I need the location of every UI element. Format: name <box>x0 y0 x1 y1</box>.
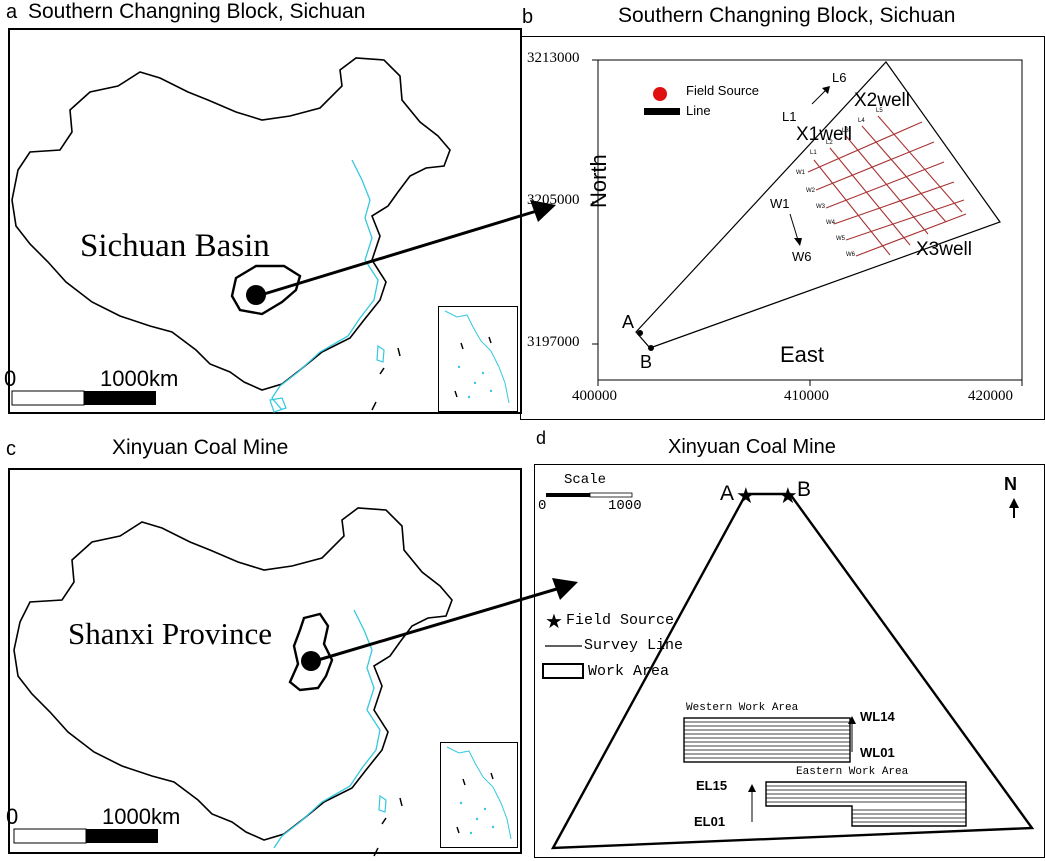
legend-work-area-icon <box>542 663 584 679</box>
panel-c-letter: c <box>6 438 16 460</box>
line-end-label: L6 <box>832 70 847 85</box>
north-arrow-icon <box>1009 498 1019 508</box>
well-x1-label: X1well <box>796 124 852 145</box>
panel-b-letter: b <box>522 6 534 28</box>
point-b-label-d: B <box>797 478 812 501</box>
china-outline <box>11 57 451 391</box>
shanxi-province-outline <box>288 612 334 692</box>
grid-label-l3: L3 <box>842 128 849 134</box>
x-tick-420000: 420000 <box>968 388 1013 404</box>
legend-field-source-label-d: Field Source <box>566 612 675 629</box>
y-tick-3213000: 3213000 <box>527 50 580 66</box>
panel-d-letter: d <box>536 428 547 448</box>
survey-area-outline <box>635 61 1001 349</box>
y-tick-3205000: 3205000 <box>527 192 580 208</box>
grid-label-w4: W4 <box>826 220 835 226</box>
legend-work-area-label-d: Work Area <box>588 663 670 680</box>
panel-c-frame <box>8 468 522 854</box>
north-label: N <box>1004 474 1017 494</box>
shanxi-location-dot <box>301 651 321 671</box>
grid-label-l1: L1 <box>810 150 817 156</box>
south-china-sea-inset-c <box>440 742 518 848</box>
panel-a-frame <box>8 28 522 414</box>
line-start-label: L1 <box>782 109 797 124</box>
well-x3-label: X3well <box>916 239 972 260</box>
scale-zero-d: 0 <box>538 498 547 514</box>
scale-end-d: 1000 <box>608 498 642 514</box>
scale-zero-label-c: 0 <box>6 804 19 829</box>
western-work-area-rect <box>683 717 851 763</box>
panel-a-title: Southern Changning Block, Sichuan <box>28 0 366 23</box>
grid-label-w1: W1 <box>796 170 805 176</box>
grid-label-l4: L4 <box>858 118 865 124</box>
taiwan-island <box>376 344 385 363</box>
x-tick-400000: 400000 <box>572 388 617 404</box>
grid-label-w6: W6 <box>846 252 855 258</box>
w-start-label: W1 <box>770 196 790 211</box>
scale-title-d: Scale <box>564 472 607 488</box>
panel-d-title: Xinyuan Coal Mine <box>668 436 836 458</box>
south-china-sea-inset <box>438 306 518 412</box>
eastern-work-area-label: Eastern Work Area <box>796 766 909 778</box>
point-a-label: A <box>622 312 635 332</box>
eastern-work-area-outline <box>765 781 967 827</box>
point-b-label: B <box>640 352 653 372</box>
grid-label-l5: L5 <box>876 108 883 114</box>
field-source-star-a: ★ <box>736 484 756 509</box>
scale-end-label: 1000km <box>100 366 179 391</box>
grid-label-w2: W2 <box>806 188 815 194</box>
scale-bar-black-c <box>86 829 158 843</box>
western-work-area-label: Western Work Area <box>686 702 799 714</box>
grid-label-l2: L2 <box>826 140 833 146</box>
panel-a-letter: a <box>6 1 18 23</box>
legend-line-icon <box>644 108 680 115</box>
legend-field-source-label: Field Source <box>686 83 759 98</box>
y-tick-3197000: 3197000 <box>527 334 580 350</box>
scale-bar-black <box>84 391 156 405</box>
basin-location-dot <box>246 285 266 305</box>
grid-label-w3: W3 <box>816 204 825 210</box>
scale-end-label-c: 1000km <box>102 804 181 829</box>
shanxi-province-label: Shanxi Province <box>68 616 273 651</box>
grid-label-w5: W5 <box>836 236 845 242</box>
panel-c-title: Xinyuan Coal Mine <box>112 436 289 459</box>
wl14-label: WL14 <box>860 709 895 724</box>
scale-zero-label: 0 <box>4 366 17 391</box>
arrow-head-icon <box>530 200 556 222</box>
coastline <box>271 159 379 411</box>
el15-label: EL15 <box>696 778 728 793</box>
legend-survey-line-label-d: Survey Line <box>584 637 684 654</box>
point-a-label-d: A <box>720 482 735 505</box>
wl01-label: WL01 <box>860 745 895 760</box>
w-end-label: W6 <box>792 249 812 264</box>
el01-label: EL01 <box>694 814 726 829</box>
sichuan-basin-label: Sichuan Basin <box>80 228 270 264</box>
hainan-island <box>269 397 287 413</box>
panel-b-title: Southern Changning Block, Sichuan <box>618 4 956 27</box>
arrow-head-icon-c <box>552 578 578 600</box>
legend-field-source-icon <box>653 87 667 101</box>
x-tick-410000: 410000 <box>784 388 829 404</box>
field-source-star-b: ★ <box>778 484 798 509</box>
coastline-c <box>273 609 381 849</box>
legend-line-label: Line <box>686 103 711 118</box>
well-x2-label: X2well <box>854 90 910 111</box>
legend-star-icon: ★ <box>545 609 563 633</box>
axis-east-label: East <box>780 342 825 367</box>
